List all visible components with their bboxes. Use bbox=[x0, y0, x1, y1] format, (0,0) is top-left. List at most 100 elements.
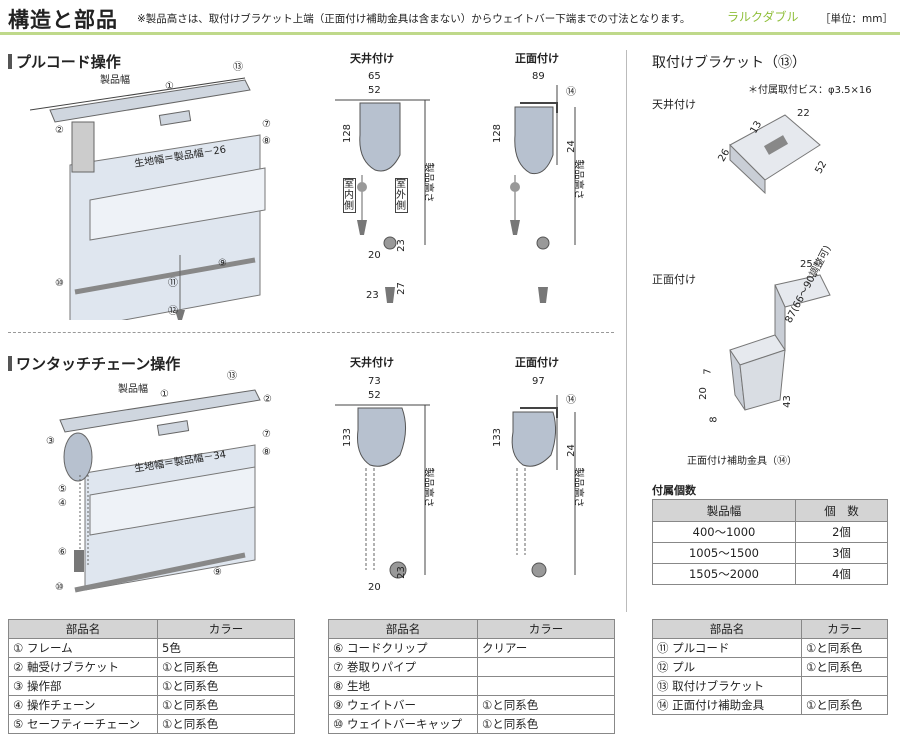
operator-body bbox=[511, 411, 557, 467]
pull-knob-bottom bbox=[385, 287, 395, 303]
table-cell: ①と同系色 bbox=[157, 695, 295, 715]
num-7-chain: ⑦ bbox=[262, 429, 271, 440]
indoor-tag: 室内側 bbox=[343, 178, 356, 213]
num-10: ⑩ bbox=[55, 278, 64, 289]
table-cell: 400～1000 bbox=[652, 521, 796, 543]
pull-cord-section-title: プルコード操作 bbox=[8, 51, 121, 72]
dim-22: 22 bbox=[797, 108, 810, 119]
weight-bar bbox=[74, 552, 246, 593]
header-rule bbox=[0, 32, 900, 35]
section-bar bbox=[8, 356, 12, 371]
table-cell: ①と同系色 bbox=[477, 695, 615, 715]
table-cell bbox=[477, 676, 615, 696]
weight-cap bbox=[383, 236, 397, 250]
table-cell: 1005～1500 bbox=[652, 542, 796, 564]
dim-43: 43 bbox=[781, 395, 793, 408]
chain-front-section-drawing bbox=[511, 395, 576, 578]
count-table-title: 付属個数 bbox=[652, 484, 696, 497]
table-cell bbox=[801, 676, 888, 696]
table-cell: 5色 bbox=[157, 638, 295, 658]
parts-header-color: カラー bbox=[801, 619, 888, 639]
pull-ceiling-section-drawing bbox=[335, 99, 430, 303]
front-bracket-drawing bbox=[729, 274, 831, 411]
table-cell: ⑧ 生地 bbox=[328, 676, 478, 696]
dim-23-chain: 23 bbox=[395, 566, 407, 579]
table-cell: ⑫ プル bbox=[652, 657, 802, 677]
table-cell bbox=[477, 657, 615, 677]
pull-knob bbox=[357, 220, 367, 235]
chain-ceiling-section-drawing bbox=[335, 404, 430, 579]
headrail bbox=[59, 389, 261, 433]
count-header-width: 製品幅 bbox=[652, 499, 796, 522]
table-cell: ①と同系色 bbox=[157, 676, 295, 696]
aux-bracket-face bbox=[739, 349, 786, 411]
dim-73: 73 bbox=[368, 376, 381, 387]
table-cell: ③ 操作部 bbox=[8, 676, 158, 696]
num-2-chain: ② bbox=[263, 394, 272, 405]
weight-cap bbox=[536, 236, 550, 250]
table-cell: 2個 bbox=[795, 521, 888, 543]
product-height-label-chain: 製品高さ bbox=[422, 467, 434, 508]
parts-header-row: 部品名 カラー bbox=[652, 619, 888, 639]
dim-24-chain: 24 bbox=[565, 444, 577, 457]
chain-section-title: ワンタッチチェーン操作 bbox=[8, 353, 180, 374]
dim-133-front: 133 bbox=[492, 427, 504, 448]
table-cell: ①と同系色 bbox=[157, 714, 295, 734]
num-13-chain: ⑬ bbox=[227, 371, 237, 382]
num-9: ⑨ bbox=[218, 258, 227, 269]
table-row: ⑦ 巻取りパイプ bbox=[328, 657, 615, 677]
num-4: ④ bbox=[58, 498, 67, 509]
dim-128-front: 128 bbox=[492, 123, 504, 144]
brand-name: ラルクダブル bbox=[727, 10, 799, 24]
table-row: ⑬ 取付けブラケット bbox=[652, 676, 888, 696]
pull-knob bbox=[175, 310, 185, 320]
product-height-label-chain-front: 製品高さ bbox=[572, 467, 584, 508]
pull-front-section-drawing bbox=[510, 85, 576, 303]
dim-20-bracket: 20 bbox=[697, 387, 709, 400]
num-2: ② bbox=[55, 125, 64, 136]
bracket-num-14: ⑭ bbox=[566, 87, 576, 98]
dim-20: 20 bbox=[368, 250, 381, 261]
headrail bbox=[49, 79, 251, 123]
count-header-qty: 個 数 bbox=[795, 499, 888, 522]
table-cell: ⑨ ウェイトバー bbox=[328, 695, 478, 715]
table-cell: ⑬ 取付けブラケット bbox=[652, 676, 802, 696]
height-note: ※製品高さは、取付けブラケット上端（正面付け補助金具は含まない）からウェイトバー… bbox=[137, 13, 691, 25]
parts-header-row: 部品名 カラー bbox=[8, 619, 295, 639]
table-cell: 3個 bbox=[795, 542, 888, 564]
table-cell: ⑦ 巻取りパイプ bbox=[328, 657, 478, 677]
dim-128: 128 bbox=[342, 123, 354, 144]
parts-header-name: 部品名 bbox=[8, 619, 158, 639]
num-7: ⑦ bbox=[262, 119, 271, 130]
parts-table-2: 部品名 カラー ⑥ コードクリップクリアー ⑦ 巻取りパイプ ⑧ 生地 ⑨ ウェ… bbox=[328, 619, 615, 734]
fabric-roll bbox=[89, 167, 266, 241]
fabric-roll bbox=[89, 466, 256, 536]
weight-cap bbox=[531, 562, 547, 578]
operator-unit bbox=[63, 432, 93, 482]
num-6: ⑥ bbox=[58, 547, 67, 558]
table-cell: ⑭ 正面付け補助金具 bbox=[652, 695, 802, 715]
table-cell: ① フレーム bbox=[8, 638, 158, 658]
product-width-label-chain: 製品幅 bbox=[118, 384, 148, 395]
weight-cap bbox=[389, 561, 407, 579]
num-5: ⑤ bbox=[58, 484, 67, 495]
table-cell: ⑥ コードクリップ bbox=[328, 638, 478, 658]
dim-97: 97 bbox=[532, 376, 545, 387]
dim-line bbox=[30, 77, 246, 111]
table-cell: ①と同系色 bbox=[477, 714, 615, 734]
bracket-ceiling-title: 天井付け bbox=[652, 98, 696, 111]
num-8: ⑧ bbox=[262, 136, 271, 147]
table-cell: ④ 操作チェーン bbox=[8, 695, 158, 715]
product-height-label-front: 製品高さ bbox=[572, 159, 584, 200]
bracket-num-14-chain: ⑭ bbox=[566, 395, 576, 406]
pull-cord-title-text: プルコード操作 bbox=[16, 53, 121, 71]
dim-133: 133 bbox=[342, 427, 354, 448]
